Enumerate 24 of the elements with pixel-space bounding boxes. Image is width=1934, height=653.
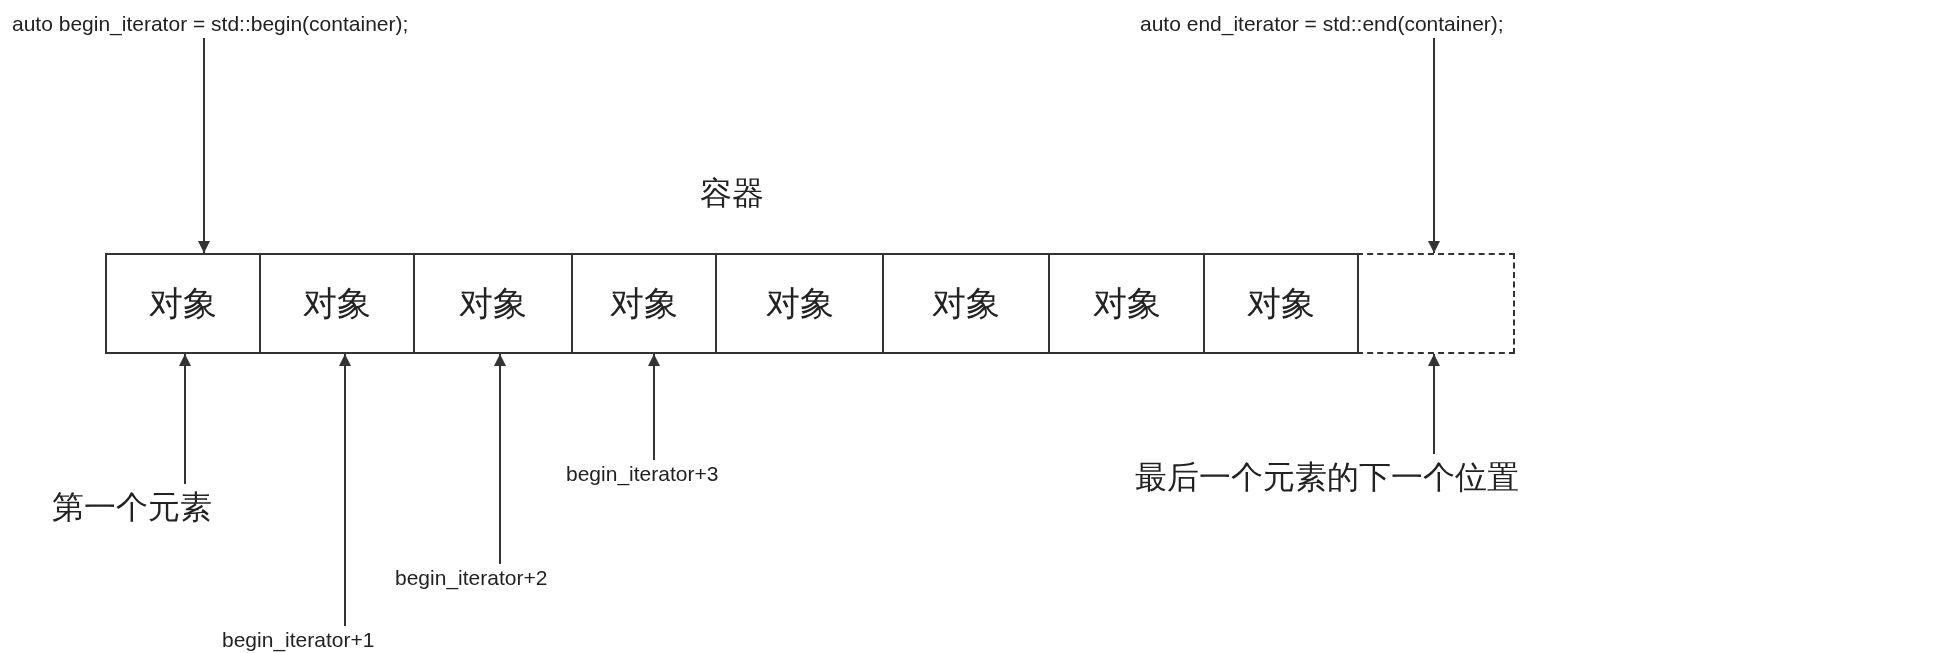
element-cell: 对象 [259,253,415,354]
code-label: auto begin_iterator = std::begin(container); [12,12,409,36]
container-label: 容器 [700,174,764,213]
code-label: begin_iterator+1 [222,628,375,652]
arrow [1428,37,1440,254]
arrow [179,353,191,485]
arrow [339,353,351,627]
element-cell: 对象 [882,253,1050,354]
element-cell: 对象 [413,253,573,354]
arrow [494,353,506,565]
arrow [1428,353,1440,455]
code-label: begin_iterator+3 [566,462,719,486]
element-cell: 对象 [1203,253,1359,354]
arrow [198,37,210,254]
element-cell: 对象 [105,253,261,354]
element-cell: 对象 [1048,253,1205,354]
code-label: auto end_iterator = std::end(container); [1140,12,1504,36]
annotation-label: 最后一个元素的下一个位置 [1135,456,1519,500]
annotation-label: 第一个元素 [52,486,212,530]
element-cell: 对象 [571,253,717,354]
code-label: begin_iterator+2 [395,566,548,590]
arrow [648,353,660,461]
past-the-end-slot [1357,253,1515,354]
element-cell: 对象 [715,253,884,354]
